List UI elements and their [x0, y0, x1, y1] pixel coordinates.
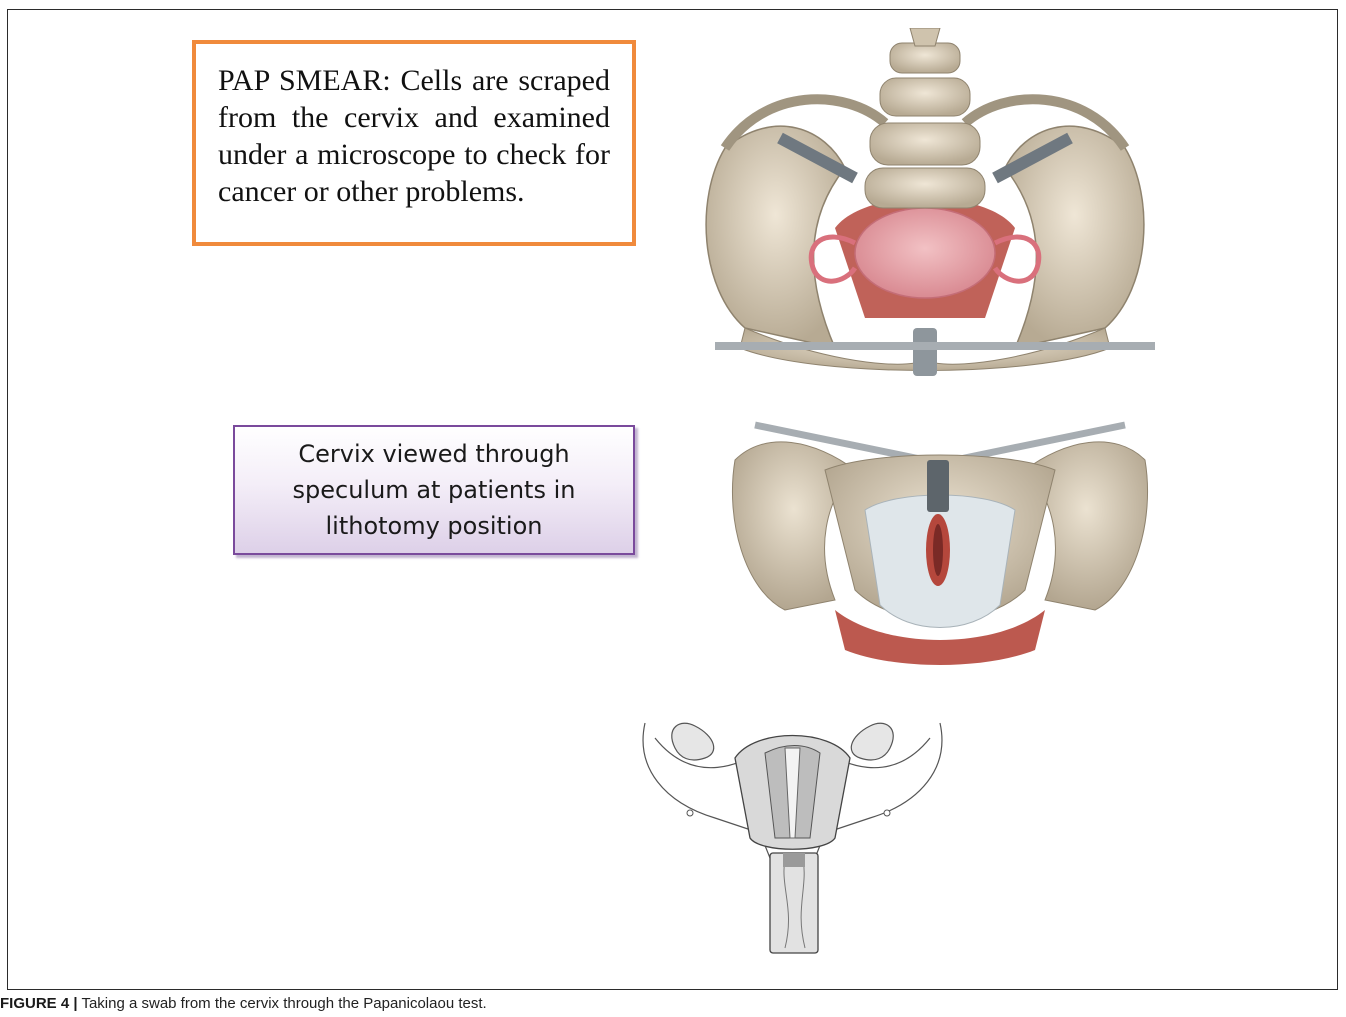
pap-smear-callout: PAP SMEAR: Cells are scraped from the ce…	[192, 40, 636, 246]
pelvis-superior-illustration	[685, 28, 1165, 378]
uterus-cross-section-illustration	[635, 708, 950, 958]
cervix-view-callout: Cervix viewed through speculum at patien…	[233, 425, 635, 555]
figure-caption-label: FIGURE 4 |	[0, 995, 78, 1012]
pelvis-lithotomy-illustration	[725, 400, 1155, 670]
cervix-view-text: Cervix viewed through speculum at patien…	[269, 436, 599, 544]
figure-caption: FIGURE 4 | Taking a swab from the cervix…	[0, 995, 487, 1012]
figure-caption-text: Taking a swab from the cervix through th…	[78, 995, 487, 1012]
pap-smear-text: PAP SMEAR: Cells are scraped from the ce…	[196, 44, 632, 210]
